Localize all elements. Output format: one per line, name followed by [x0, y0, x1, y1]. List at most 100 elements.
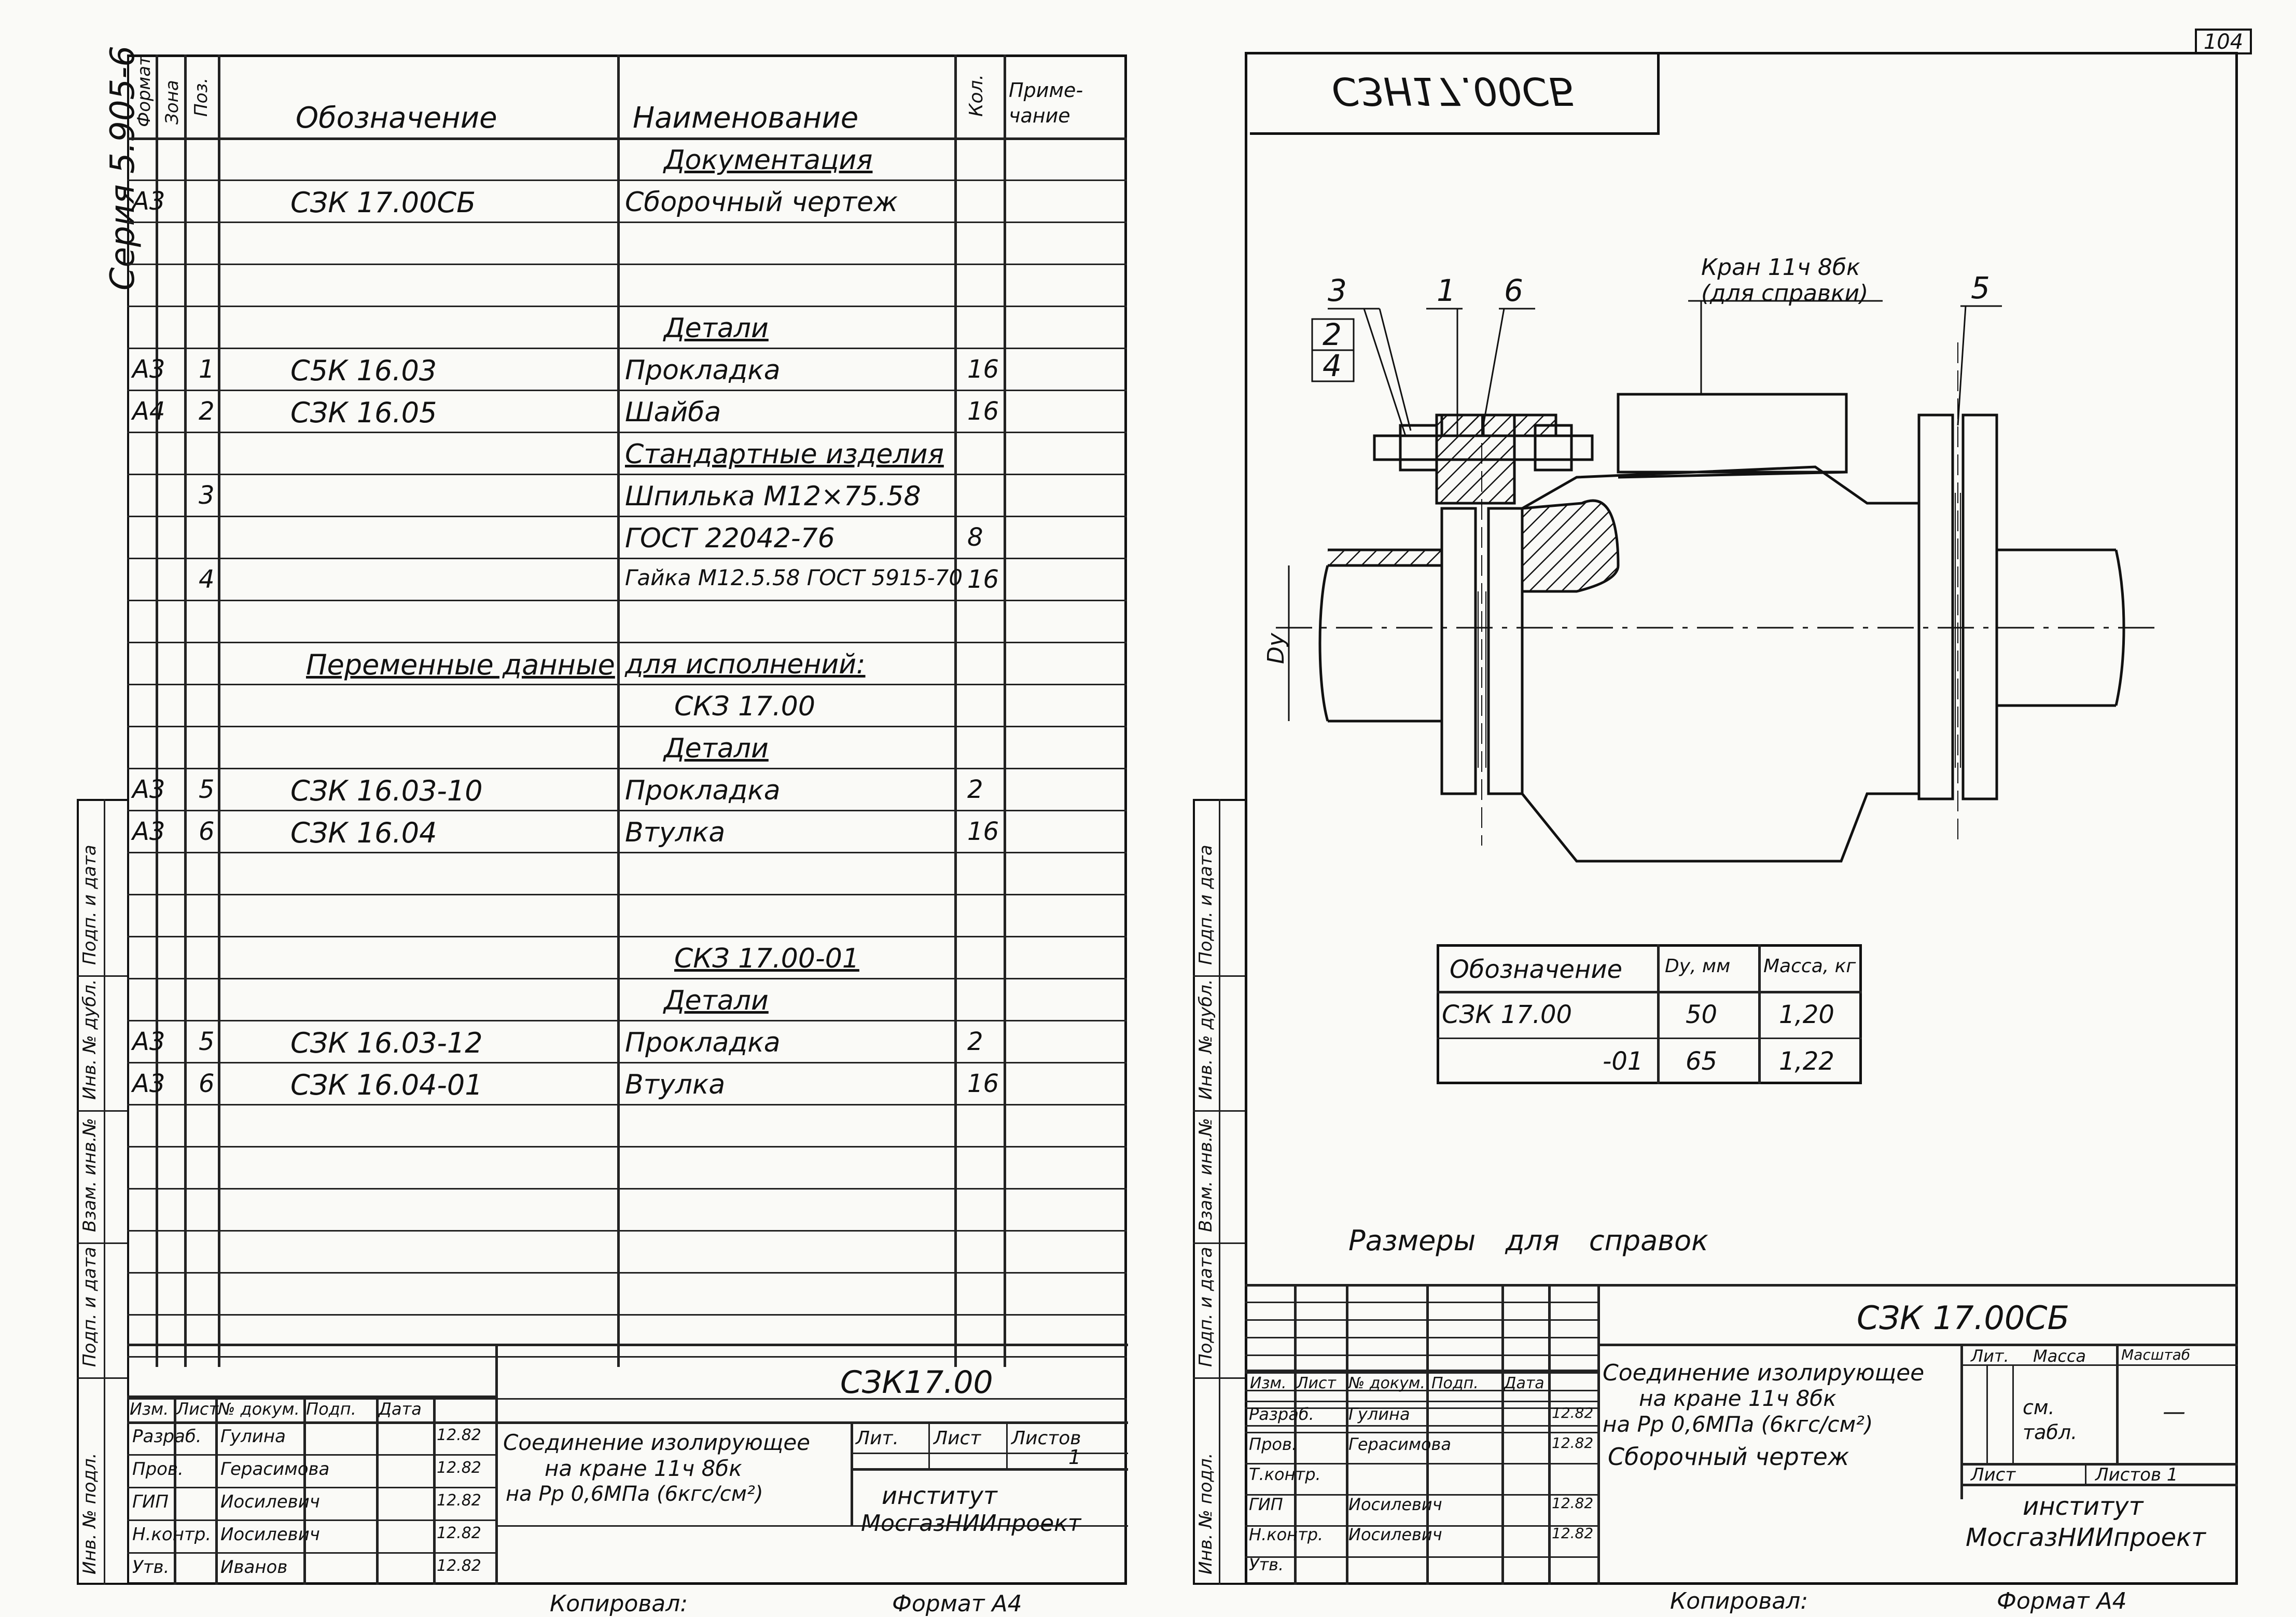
header-designation: Обозначение: [296, 101, 497, 135]
header-format: Формат: [134, 56, 155, 127]
side-label: Взам. инв.№: [79, 1117, 100, 1232]
grid-line: [433, 1395, 436, 1585]
row-qty: 2: [967, 775, 983, 804]
row-name: ГОСТ 22042-76: [625, 523, 835, 554]
grid-line: [1193, 1377, 1245, 1379]
row-name: Детали: [664, 985, 769, 1016]
row-pos: 5: [199, 775, 215, 804]
reference-table-frame: [1437, 944, 1862, 1084]
row-name: Стандартные изделия: [625, 439, 944, 470]
right-person: Герасимова: [1348, 1434, 1452, 1454]
grid-line: [1245, 1284, 2238, 1287]
grid-line: [156, 54, 158, 1367]
row-name: Детали: [664, 733, 769, 764]
left-date: 12.82: [437, 1524, 481, 1542]
right-date: 12.82: [1552, 1434, 1594, 1452]
grid-line: [77, 975, 127, 977]
grid-line: [77, 1377, 127, 1379]
row-name: СКЗ 17.00-01: [674, 943, 859, 974]
left-title-3: на Рр 0,6МПа (6кгс/см²): [506, 1482, 763, 1506]
grid-line: [127, 1395, 495, 1398]
grid-line: [1597, 1284, 1600, 1585]
row-designation: СЗК 16.04: [290, 817, 437, 849]
grid-line: [127, 894, 1127, 895]
left-lit: Лит.: [856, 1428, 899, 1449]
left-hdr-2: № докум.: [218, 1399, 300, 1419]
right-mass: Масса: [2033, 1346, 2086, 1366]
right-hdr-3: Подп.: [1431, 1374, 1479, 1392]
row-qty: 16: [967, 1069, 999, 1098]
grid-line: [1245, 1319, 1597, 1321]
grid-line: [1986, 1364, 1988, 1463]
right-mass-val: см. табл.: [2023, 1396, 2078, 1444]
row-name: Втулка: [625, 817, 726, 848]
right-copied-label: Копировал:: [1670, 1588, 1808, 1614]
grid-line: [376, 1395, 379, 1585]
right-title-3: на Рр 0,6МПа (6кгс/см²): [1603, 1412, 1873, 1437]
grid-line: [127, 642, 1127, 643]
grid-line: [1657, 944, 1660, 1084]
valve-label-line2: (для справки): [1701, 280, 1868, 307]
grid-line: [127, 1104, 1127, 1105]
side-label: Инв. № дубл.: [79, 979, 100, 1100]
right-date: 12.82: [1552, 1404, 1594, 1421]
grid-line: [1426, 1284, 1429, 1585]
right-hdr-4: Дата: [1504, 1374, 1544, 1392]
grid-line: [1245, 1556, 1597, 1558]
grid-line: [303, 1395, 306, 1585]
right-doc-code: СЗК 17.00СБ: [1857, 1299, 2070, 1337]
left-sheets: Листов: [1011, 1428, 1081, 1449]
grid-line: [617, 54, 620, 1367]
right-person: Иосилевич: [1348, 1525, 1442, 1544]
left-date: 12.82: [437, 1557, 481, 1575]
grid-line: [215, 1395, 218, 1585]
left-hdr-4: Дата: [379, 1399, 422, 1419]
left-doc-code: СЗК17.00: [840, 1364, 993, 1401]
side-label: Инв. № подл.: [79, 1453, 100, 1574]
grid-line: [1501, 1284, 1504, 1585]
row-qty: 8: [967, 523, 983, 552]
side-label: Подп. и дата: [79, 845, 100, 965]
row-name: Шайба: [625, 397, 721, 428]
grid-line: [495, 1344, 498, 1585]
grid-line: [2085, 1463, 2086, 1484]
valve-top: [1617, 393, 1848, 474]
grid-line: [851, 1421, 853, 1525]
grid-line: [2116, 1344, 2119, 1463]
left-role: Утв.: [132, 1557, 170, 1578]
grid-line: [127, 1314, 1127, 1316]
header-zone: Зона: [162, 80, 183, 125]
ref-cell: -01: [1603, 1047, 1644, 1076]
header-pos: Поз.: [191, 77, 212, 117]
row-format: А3: [132, 187, 165, 216]
row-name: Детали: [664, 313, 769, 344]
row-qty: 16: [967, 565, 999, 594]
grid-line: [1960, 1344, 1963, 1499]
grid-line: [2012, 1364, 2014, 1463]
grid-line: [127, 1487, 495, 1488]
row-format: А4: [132, 397, 165, 426]
ref-cell: 1,22: [1779, 1047, 1834, 1076]
grid-line: [127, 179, 1127, 181]
ref-header-2: Масса, кг: [1763, 956, 1856, 977]
left-person: Герасимова: [220, 1459, 330, 1480]
left-hdr-3: Подп.: [306, 1399, 356, 1419]
mirror-code-box: СЗН17.00СБ: [1250, 52, 1660, 135]
left-flange: [1440, 507, 1477, 795]
grid-line: [1597, 1344, 2238, 1346]
grid-line: [127, 474, 1127, 475]
row-pos: 3: [199, 481, 215, 510]
grid-line: [1006, 1421, 1008, 1468]
row-pos: 4: [199, 565, 215, 594]
grid-line: [1245, 1425, 1597, 1427]
left-person: Иосилевич: [220, 1491, 320, 1512]
left-format-label: Формат А4: [892, 1591, 1022, 1617]
ref-header-1: Dу, мм: [1665, 956, 1731, 977]
left-role: Пров.: [132, 1459, 184, 1480]
grid-line: [127, 348, 1127, 349]
row-name: Гайка М12.5.58 ГОСТ 5915-70: [625, 565, 963, 590]
grid-line: [1245, 1463, 1597, 1464]
side-label: Инв. № подл.: [1195, 1453, 1216, 1574]
row-pos: 6: [199, 817, 215, 846]
